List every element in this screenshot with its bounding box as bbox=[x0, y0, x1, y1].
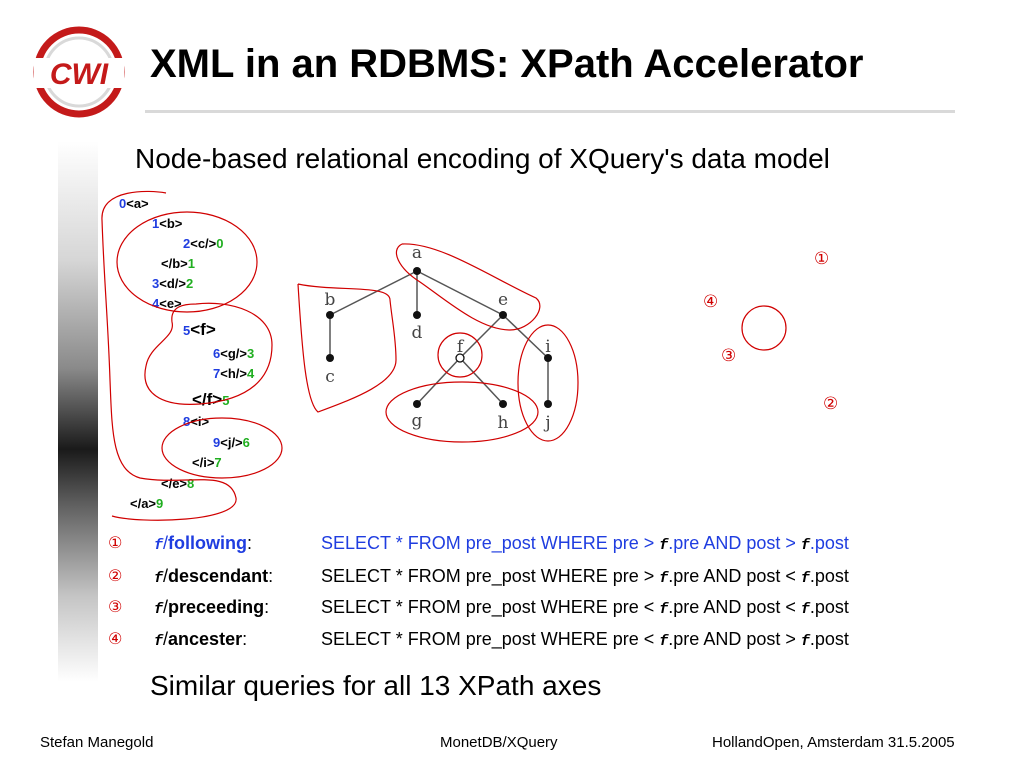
similar-queries-note: Similar queries for all 13 XPath axes bbox=[150, 670, 602, 701]
tree-label-c: c bbox=[325, 367, 335, 387]
title-divider bbox=[145, 110, 955, 113]
region-label-following: ① bbox=[814, 249, 830, 269]
tree-edges bbox=[329, 270, 549, 405]
tree-label-e: e bbox=[498, 290, 508, 310]
xml-line: 9<j/>6 bbox=[213, 435, 250, 450]
xml-line: 2<c/>0 bbox=[183, 236, 224, 251]
region-label-preceding: ③ bbox=[721, 346, 737, 366]
decorative-gradient-bar bbox=[58, 141, 98, 682]
tree-node-dots bbox=[326, 267, 552, 408]
xml-line: 5<f> bbox=[183, 320, 216, 339]
tree-label-a: a bbox=[412, 243, 422, 263]
tree-label-h: h bbox=[498, 413, 509, 433]
footer-author: Stefan Manegold bbox=[40, 734, 154, 751]
xml-line: </a>9 bbox=[130, 496, 164, 511]
xml-line: 3<d/>2 bbox=[152, 276, 194, 291]
region-label-descendant: ② bbox=[823, 394, 839, 414]
xml-line: 1<b> bbox=[152, 216, 183, 231]
xml-line: </b>1 bbox=[161, 256, 195, 271]
xml-line: 4<e> bbox=[152, 296, 182, 311]
tree-node-f bbox=[455, 353, 465, 363]
tree-label-f: f bbox=[457, 337, 465, 357]
tree-node-a bbox=[413, 267, 421, 275]
tree-node-h bbox=[499, 400, 507, 408]
tree-label-d: d bbox=[412, 323, 423, 343]
tree-node-g bbox=[413, 400, 421, 408]
region-label-ancestor: ④ bbox=[703, 292, 719, 312]
xml-line: 8<i> bbox=[183, 414, 210, 429]
tree-label-g: g bbox=[412, 411, 423, 431]
xml-line: </i>7 bbox=[192, 455, 222, 470]
slide-subtitle: Node-based relational encoding of XQuery… bbox=[135, 143, 830, 174]
annotation-strokes bbox=[101, 190, 787, 521]
tree-label-b: b bbox=[325, 290, 336, 310]
footer-event: HollandOpen, Amsterdam 31.5.2005 bbox=[712, 734, 955, 751]
xml-line: 6<g/>3 bbox=[213, 346, 255, 361]
footer-project: MonetDB/XQuery bbox=[440, 734, 558, 751]
tree-label-i: i bbox=[545, 337, 551, 357]
tree-node-i bbox=[544, 354, 552, 362]
xml-line: 0<a> bbox=[119, 196, 149, 211]
slide-title: XML in an RDBMS: XPath Accelerator bbox=[150, 42, 864, 86]
cwi-logo: CWI bbox=[33, 26, 125, 118]
tree-node-labels: a b d e c f i g h j bbox=[325, 243, 552, 433]
tree-node-e bbox=[499, 311, 507, 319]
tree-node-c bbox=[326, 354, 334, 362]
tree-node-j bbox=[544, 400, 552, 408]
tree-node-b bbox=[326, 311, 334, 319]
tree-label-j: j bbox=[543, 413, 550, 433]
tree-node-d bbox=[413, 311, 421, 319]
xml-line: 7<h/>4 bbox=[213, 366, 255, 381]
logo-text: CWI bbox=[50, 58, 109, 91]
